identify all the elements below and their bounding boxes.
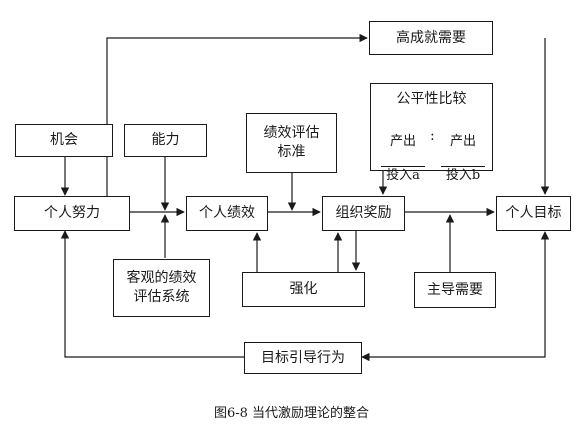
arrow-goal-to-behavior [361, 231, 550, 362]
node-organizational-reward: 组织奖励 [322, 196, 405, 231]
node-high-achievement-need: 高成就需要 [369, 21, 493, 55]
equity-input-b: 投入b [441, 166, 485, 184]
node-equity-comparison: 公平性比较 产出 投入a : 产出 投入b [370, 83, 493, 183]
equity-fraction-b: 产出 投入b [441, 118, 485, 200]
figure-caption: 图6-8 当代激励理论的整合 [213, 406, 370, 421]
arrow-behavior-to-effort [60, 230, 244, 358]
node-opportunity: 机会 [15, 124, 113, 157]
node-individual-performance: 个人绩效 [186, 196, 268, 231]
equity-fraction-a: 产出 投入a [381, 118, 425, 200]
node-dominant-need: 主导需要 [414, 272, 496, 308]
equity-output-a: 产出 [389, 134, 416, 149]
node-individual-goal: 个人目标 [496, 196, 571, 231]
equity-title: 公平性比较 [396, 91, 467, 107]
node-goal-directed-behavior: 目标引导行为 [244, 342, 362, 374]
node-objective-evaluation-system: 客观的绩效 评估系统 [113, 259, 210, 317]
equity-output-b: 产出 [449, 134, 476, 149]
node-ability: 能力 [124, 124, 207, 157]
node-performance-criteria: 绩效评估 标准 [246, 113, 337, 173]
equity-separator: : [430, 128, 435, 144]
equity-input-a: 投入a [381, 166, 425, 184]
node-individual-effort: 个人努力 [14, 196, 130, 231]
node-reinforcement: 强化 [242, 272, 365, 307]
